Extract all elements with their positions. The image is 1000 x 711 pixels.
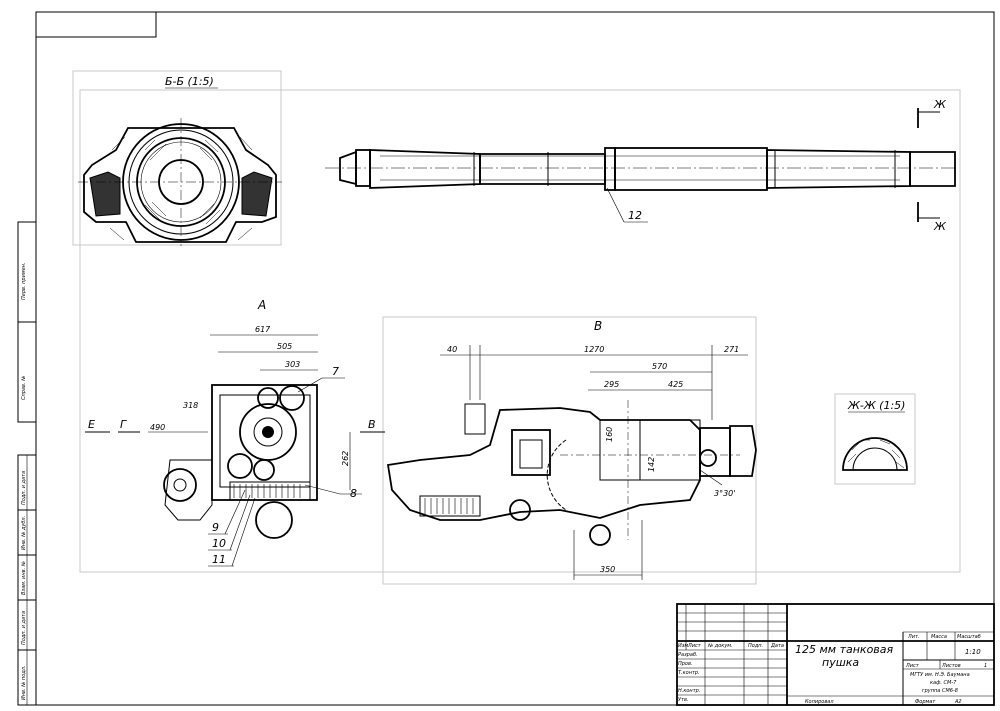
tb-format: Формат [915,699,936,705]
tb-copied: Копировал [805,699,834,705]
tb-h-sign: Подп. [748,643,763,649]
dim-160: 160 [605,427,614,442]
callout-10: 10 [212,537,226,550]
side-label-1: Перв. примен. [21,262,27,300]
view-a: А 617 505 303 318 490 262 Е Г В [85,298,385,567]
arrow-v-label: В [368,418,376,431]
cut-zh-bottom: Ж [933,220,947,233]
title-line-1: 125 мм танковая [795,643,894,656]
dim-262: 262 [341,451,350,466]
section-zhzh-label: Ж-Ж (1:5) [847,399,905,412]
dim-490: 490 [150,423,165,432]
callout-12: 12 [628,209,642,222]
tb-row-razrab: Разраб. [678,652,698,658]
dim-40: 40 [447,345,457,354]
callout-8: 8 [350,487,357,500]
callout-7: 7 [332,365,339,378]
tb-org-1: МГТУ им. Н.Э. Баумана [910,672,970,678]
side-strip: Перв. примен. Справ. № Подп. и дата Инв.… [17,221,37,706]
tb-row-utv: Утв. [678,697,689,703]
outer-frame [35,11,995,706]
tb-row-tkontr: Т.контр. [678,670,700,676]
section-bb-frame [72,70,282,246]
section-bb: Б-Б (1:5) [78,75,282,246]
tb-scale-label: Масштаб [957,634,981,640]
arrow-e-label: Е [88,418,95,431]
main-view-frame [79,89,961,573]
view-v-label: В [594,319,602,333]
callout-9: 9 [212,521,219,534]
tb-sheets: Листов [941,663,961,669]
dim-318: 318 [183,401,198,410]
cut-zh-top: Ж [933,98,947,111]
dim-505: 505 [277,342,292,351]
tb-sheets-count: 1 [984,663,987,669]
side-label-6: Подп. и дата [21,611,27,645]
side-label-2: Справ. № [21,376,27,400]
section-zhzh: Ж-Ж (1:5) [842,399,908,471]
dim-425: 425 [668,380,683,389]
dim-142: 142 [647,457,656,472]
tb-mass: Масса [931,634,947,640]
dim-303: 303 [285,360,300,369]
side-label-4: Инв. № дубл. [21,516,27,550]
view-v: В 40 1270 271 570 295 425 350 160 142 3°… [386,319,757,580]
dim-617: 617 [255,325,271,334]
callout-11: 11 [212,553,226,566]
view-a-label: А [257,298,266,312]
tb-org-2: каф. СМ-7 [930,680,957,686]
dim-1270: 1270 [584,345,604,354]
title-line-2: пушка [822,656,859,669]
tb-h-date: Дата [770,643,784,649]
tb-sheet: Лист [905,663,920,669]
section-zhzh-frame [834,393,916,485]
tb-org-3: группа СМ6-8 [922,688,958,694]
tb-lit: Лит. [907,634,920,640]
tb-h-doc: № докум. [707,643,733,649]
side-label-3: Подп. и дата [21,471,27,505]
arrow-g-label: Г [120,418,127,431]
title-block: Изм Лист № докум. Подп. Дата Разраб. Про… [676,603,995,706]
tb-h-list: Лист [687,643,702,649]
tb-row-nkontr: Н.контр. [678,688,700,694]
dim-271: 271 [724,345,739,354]
tb-h-izm: Изм [678,643,688,649]
barrel-view: Ж Ж 12 [325,98,958,233]
angle-330: 3°30' [714,489,735,498]
side-label-5: Взам. инв. № [21,561,27,595]
top-left-stamp [35,11,157,38]
section-bb-label: Б-Б (1:5) [165,75,214,88]
tb-row-prov: Пров. [678,661,693,667]
tb-scale-value: 1:10 [965,648,981,656]
dim-350: 350 [600,565,615,574]
side-label-7: Инв. № подл. [21,666,27,701]
tb-format-value: А2 [954,699,962,705]
dim-295: 295 [604,380,619,389]
dim-570: 570 [652,362,667,371]
